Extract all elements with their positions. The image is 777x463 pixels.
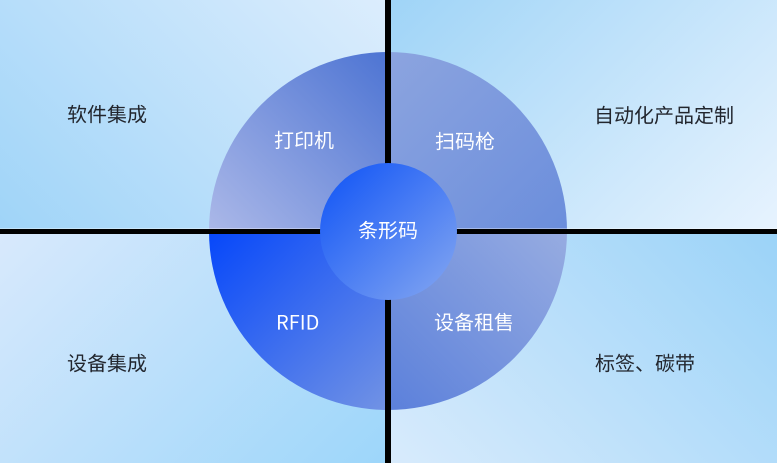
label-barcode: 条形码 [358,220,418,240]
label-automation-product-customization: 自动化产品定制 [594,105,734,125]
center-circle [319,162,457,300]
label-software-integration: 软件集成 [67,104,147,124]
label-rfid: RFID [276,312,319,332]
label-device-rental: 设备租售 [434,312,514,332]
label-labels-and-ribbons: 标签、碳带 [595,353,695,373]
label-printer: 打印机 [274,130,334,150]
label-barcode-scanner: 扫码枪 [435,131,495,151]
label-device-integration: 设备集成 [67,353,147,373]
